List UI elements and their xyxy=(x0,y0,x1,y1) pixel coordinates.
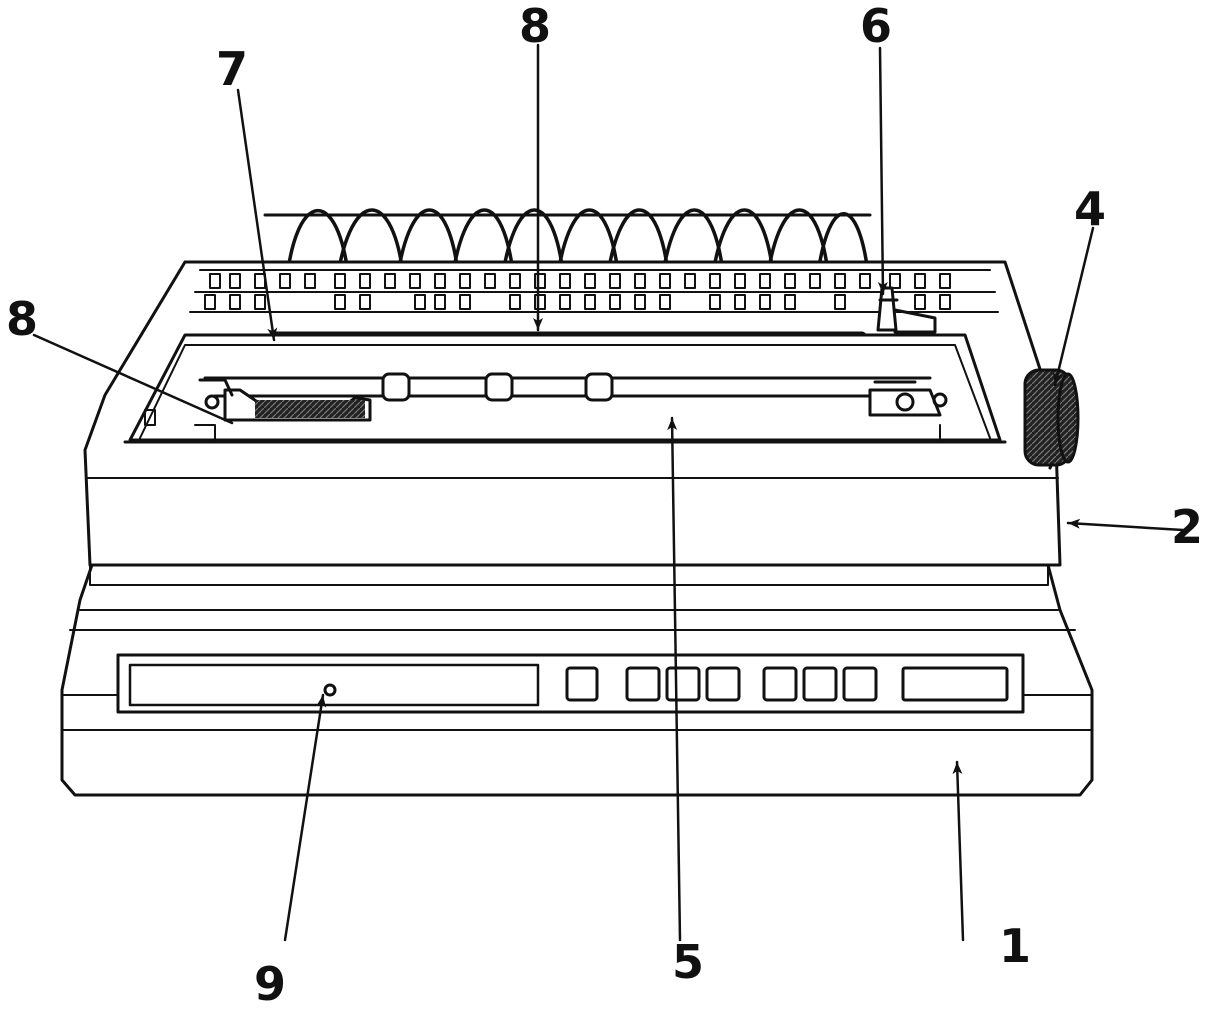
callout-labels: 1 2 4 5 6 7 8 8 9 xyxy=(6,0,1203,1009)
panel-button xyxy=(565,666,599,702)
rear-vents xyxy=(189,269,999,313)
callout-5: 5 xyxy=(672,935,704,989)
callout-2: 2 xyxy=(1171,500,1203,554)
panel-button xyxy=(705,666,741,702)
print-head-carriage xyxy=(198,378,372,422)
callout-8-left: 8 xyxy=(6,292,38,346)
panel-button xyxy=(665,666,701,702)
panel-button xyxy=(625,666,661,702)
callout-9: 9 xyxy=(254,957,286,1009)
paper-bail xyxy=(203,372,932,402)
platen-knob xyxy=(1023,368,1080,470)
panel-button xyxy=(762,666,798,702)
panel-display xyxy=(901,666,1009,702)
callout-7: 7 xyxy=(216,42,248,96)
paper-release-lever xyxy=(876,286,937,334)
panel-button xyxy=(842,666,878,702)
panel-button xyxy=(802,666,838,702)
callout-8-top: 8 xyxy=(519,0,551,53)
power-indicator-lamp xyxy=(323,683,337,697)
callout-4: 4 xyxy=(1074,182,1106,236)
right-mechanism xyxy=(868,380,948,417)
control-panel xyxy=(116,653,1025,714)
leader-lines xyxy=(32,43,1185,942)
callout-1: 1 xyxy=(999,919,1031,973)
callout-6: 6 xyxy=(860,0,892,53)
print-opening xyxy=(128,333,1002,442)
